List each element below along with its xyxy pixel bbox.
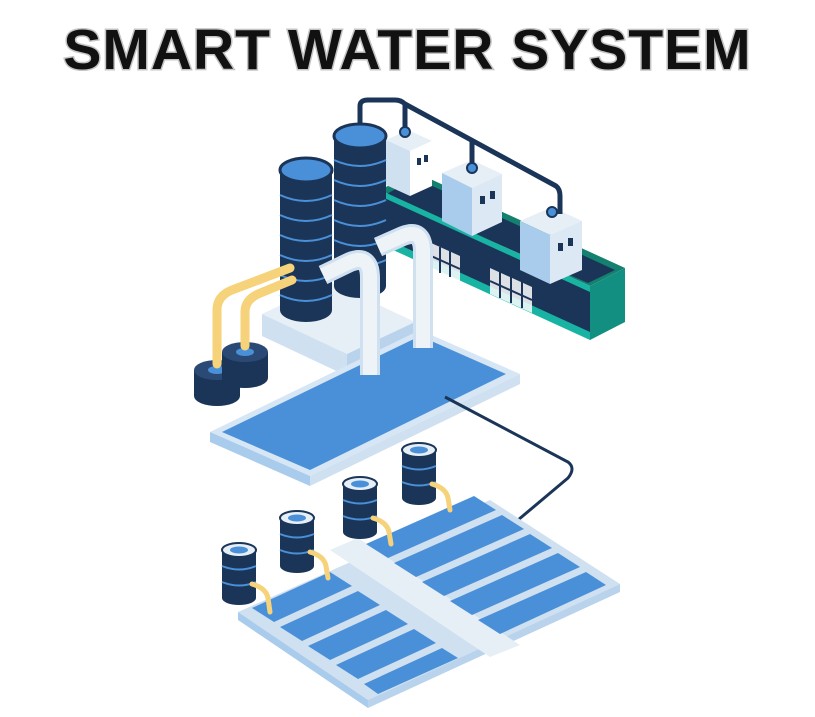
roof-units xyxy=(386,130,582,284)
outlet-pipes xyxy=(318,224,433,375)
sedimentation-basin xyxy=(210,330,520,486)
storage-tower-left xyxy=(278,156,334,322)
valve-pumps xyxy=(194,342,268,406)
filtration-beds xyxy=(238,496,620,708)
top-pipe xyxy=(357,97,563,214)
connecting-cable xyxy=(444,395,574,522)
barrel-pipes xyxy=(249,481,453,615)
page-title: SMART WATER SYSTEM xyxy=(62,18,752,82)
yellow-pipe xyxy=(212,263,297,369)
